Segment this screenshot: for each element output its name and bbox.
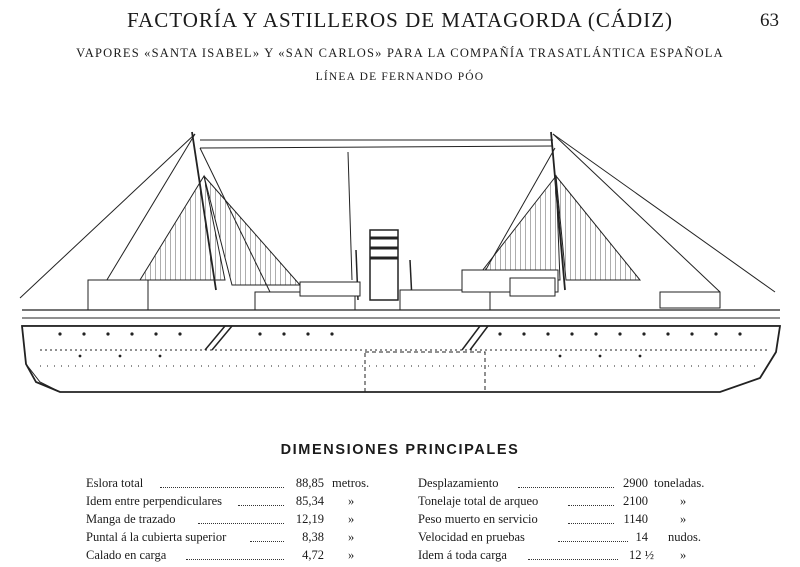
- dimension-value: 88,85: [295, 476, 324, 490]
- dimension-value: 12,19: [295, 512, 324, 526]
- table-row: Puntal á la cubierta superior 8,38 »: [86, 530, 386, 548]
- dimensions-table-left: Eslora total 88,85 metros. Idem entre pe…: [86, 476, 386, 566]
- dimension-unit: nudos.: [668, 530, 701, 544]
- table-row: Idem á toda carga 12 ½ »: [418, 548, 758, 566]
- table-row: Peso muerto en servicio 1140 »: [418, 512, 758, 530]
- dimension-label: Calado en carga: [86, 548, 167, 562]
- page-number: 63: [760, 10, 779, 31]
- dimension-value: 4,72: [302, 548, 324, 562]
- dimension-unit: »: [680, 512, 687, 526]
- dimension-label: Idem entre perpendiculares: [86, 494, 223, 508]
- dimensions-heading: DIMENSIONES PRINCIPALES: [280, 442, 520, 458]
- table-row: Manga de trazado 12,19 »: [86, 512, 386, 530]
- page-title: FACTORÍA Y ASTILLEROS DE MATAGORDA (CÁDI…: [126, 8, 674, 32]
- dimension-label: Peso muerto en servicio: [418, 512, 538, 526]
- dimensions-table-right: Desplazamiento 2900 toneladas. Tonelaje …: [418, 476, 758, 566]
- table-row: Eslora total 88,85 metros.: [86, 476, 386, 494]
- dimension-label: Eslora total: [86, 476, 144, 490]
- dimension-label: Manga de trazado: [86, 512, 176, 526]
- table-row: Calado en carga 4,72 »: [86, 548, 386, 566]
- dimension-value: 2900: [623, 476, 648, 490]
- dimension-unit: »: [348, 548, 355, 562]
- dimension-value: 8,38: [302, 530, 324, 544]
- table-row: Tonelaje total de arqueo 2100 »: [418, 494, 758, 512]
- dimension-label: Tonelaje total de arqueo: [418, 494, 539, 508]
- dimension-value: 12 ½: [629, 548, 654, 562]
- dimension-value: 2100: [623, 494, 648, 508]
- funnel: [369, 229, 399, 301]
- dimension-unit: »: [348, 530, 355, 544]
- dimension-unit: metros.: [332, 476, 370, 490]
- dimension-label: Idem á toda carga: [418, 548, 507, 562]
- dimension-unit: »: [680, 548, 687, 562]
- dimension-value: 1140: [623, 512, 648, 526]
- dimension-value: 85,34: [295, 494, 324, 508]
- table-row: Desplazamiento 2900 toneladas.: [418, 476, 758, 494]
- main-mast: [550, 131, 566, 291]
- dimension-unit: toneladas.: [654, 476, 705, 490]
- dimension-unit: »: [680, 494, 687, 508]
- dimension-label: Velocidad en pruebas: [418, 530, 525, 544]
- hull: [21, 325, 782, 393]
- dimension-unit: »: [348, 512, 355, 526]
- dimension-label: Puntal á la cubierta superior: [86, 530, 227, 544]
- steamship-profile-drawing: [19, 131, 782, 393]
- page-subtitle: VAPORES «SANTA ISABEL» Y «SAN CARLOS» PA…: [76, 46, 724, 60]
- dimension-label: Desplazamiento: [418, 476, 499, 490]
- dimension-value: 14: [635, 530, 649, 544]
- table-row: Velocidad en pruebas 14 nudos.: [418, 530, 758, 548]
- table-row: Idem entre perpendiculares 85,34 »: [86, 494, 386, 512]
- shipping-line: LÍNEA DE FERNANDO PÓO: [315, 71, 485, 83]
- dimension-unit: »: [348, 494, 355, 508]
